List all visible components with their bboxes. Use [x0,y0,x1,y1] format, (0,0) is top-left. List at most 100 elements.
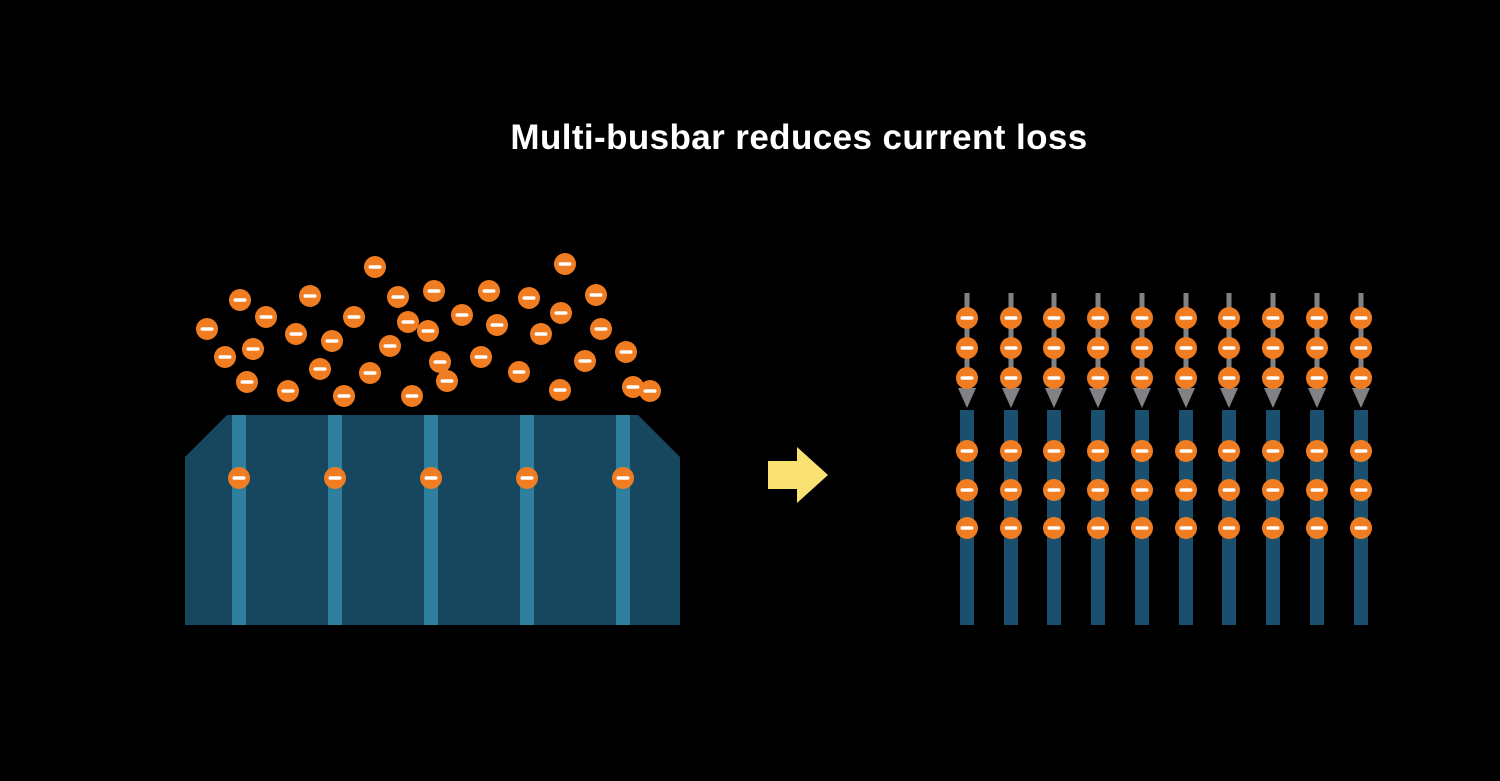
minus-icon [1004,488,1018,492]
minus-icon [1135,526,1149,530]
minus-icon [1091,376,1105,380]
electron-icon [1000,337,1022,359]
minus-icon [1179,526,1193,530]
minus-icon [1004,316,1018,320]
minus-icon [1004,449,1018,453]
minus-icon [1266,316,1280,320]
transition-arrow-icon [768,447,828,503]
minus-icon [232,476,246,480]
minus-icon [1179,488,1193,492]
minus-icon [1091,526,1105,530]
minus-icon [553,388,567,392]
minus-icon [1135,316,1149,320]
minus-icon [643,389,657,393]
minus-icon [482,289,496,293]
minus-icon [1266,449,1280,453]
electron-icon [1087,440,1109,462]
electron-icon [420,467,442,489]
electron-icon [1350,479,1372,501]
busbar [424,415,438,625]
electron-icon [1218,307,1240,329]
electron-icon [516,467,538,489]
flow-arrow-head-icon [1133,388,1151,408]
minus-icon [347,315,361,319]
electron-icon [1175,337,1197,359]
minus-icon [1047,488,1061,492]
electron-icon [1218,440,1240,462]
electron-icon [1306,367,1328,389]
minus-icon [1266,526,1280,530]
minus-icon [1047,376,1061,380]
minus-icon [578,359,592,363]
electron-icon [1175,517,1197,539]
electron-icon [1175,440,1197,462]
flow-arrow-head-icon [1308,388,1326,408]
electron-icon [1131,479,1153,501]
electron-icon [417,320,439,342]
minus-icon [558,262,572,266]
minus-icon [424,476,438,480]
electron-icon [478,280,500,302]
electron-icon [615,341,637,363]
electron-icon [333,385,355,407]
electron-icon [1262,367,1284,389]
minus-icon [1091,346,1105,350]
flow-arrow-head-icon [1264,388,1282,408]
electron-icon [1131,440,1153,462]
minus-icon [325,339,339,343]
minus-icon [1310,449,1324,453]
flow-arrow-head-icon [1002,388,1020,408]
minus-icon [522,296,536,300]
minus-icon [1091,316,1105,320]
minus-icon [1047,316,1061,320]
minus-icon [1222,488,1236,492]
electron-icon [1306,479,1328,501]
electron-icon [550,302,572,324]
minus-icon [520,476,534,480]
minus-icon [363,371,377,375]
electron-icon [214,346,236,368]
electron-icon [1218,337,1240,359]
minus-icon [1354,376,1368,380]
electron-icon [1087,367,1109,389]
minus-icon [1354,488,1368,492]
electron-icon [1175,307,1197,329]
electron-icon [1218,517,1240,539]
minus-icon [512,370,526,374]
minus-icon [1222,316,1236,320]
electron-icon [1350,307,1372,329]
minus-icon [1004,346,1018,350]
minus-icon [1179,376,1193,380]
electron-icon [554,253,576,275]
minus-icon [960,449,974,453]
minus-icon [616,476,630,480]
electron-icon [436,370,458,392]
electron-icon [1043,479,1065,501]
minus-icon [427,289,441,293]
electron-icon [1262,440,1284,462]
electron-icon [470,346,492,368]
minus-icon [1222,376,1236,380]
electron-icon [530,323,552,345]
minus-icon [1135,346,1149,350]
flow-arrow-head-icon [1045,388,1063,408]
electron-icon [1131,307,1153,329]
electron-icon [956,307,978,329]
electron-icon [1218,479,1240,501]
electron-icon [196,318,218,340]
electron-icon [299,285,321,307]
electron-icon [1306,517,1328,539]
minus-icon [289,332,303,336]
electron-icon [518,287,540,309]
minus-icon [440,379,454,383]
minus-icon [1179,346,1193,350]
electron-icon [486,314,508,336]
electron-icon [956,517,978,539]
minus-icon [281,389,295,393]
minus-icon [1135,449,1149,453]
electron-icon [1218,367,1240,389]
minus-icon [1047,449,1061,453]
minus-icon [1135,488,1149,492]
electron-icon [285,323,307,345]
